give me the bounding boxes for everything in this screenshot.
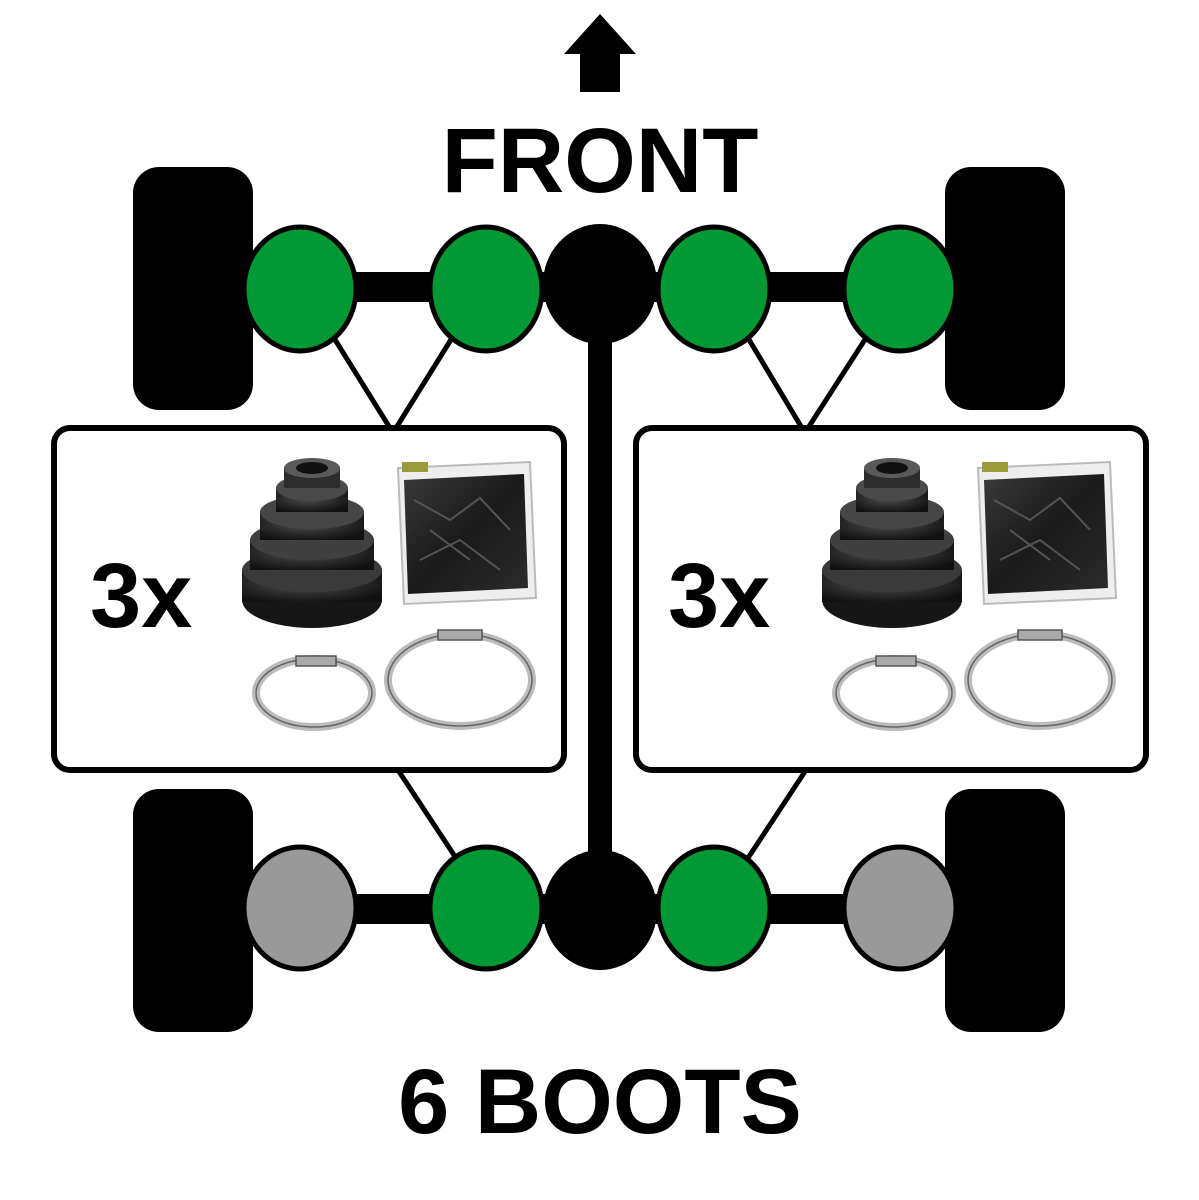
clamp-large-icon (384, 629, 536, 730)
joint-rear-left-inner (427, 844, 545, 972)
front-label: FRONT (442, 110, 759, 212)
tire-rear-left (133, 789, 253, 1032)
cv-boot-icon (822, 458, 962, 628)
tire-front-left (133, 167, 253, 410)
kit-box-right: 3x (633, 425, 1149, 773)
joint-front-right-outer (841, 224, 959, 354)
rear-differential (543, 850, 657, 970)
joint-rear-right-inner (655, 844, 773, 972)
front-arrow-icon (564, 14, 636, 92)
kit-quantity-label: 3x (90, 545, 192, 647)
connector-lines-right (745, 336, 869, 860)
total-boots-label: 6 BOOTS (398, 1051, 802, 1153)
joint-rear-left-outer (241, 844, 359, 972)
joint-rear-right-outer (841, 844, 959, 972)
grease-pack-icon (976, 460, 1118, 606)
tire-front-right (945, 167, 1065, 410)
center-driveshaft (588, 270, 612, 910)
clamp-small-icon (252, 655, 376, 731)
cv-boot-icon (242, 458, 382, 628)
tire-rear-right (945, 789, 1065, 1032)
clamp-large-icon (964, 629, 1116, 730)
grease-pack-icon (396, 460, 538, 606)
joint-front-left-inner (427, 224, 545, 354)
connector-lines-left (331, 336, 459, 860)
clamp-small-icon (832, 655, 956, 731)
front-differential (543, 224, 657, 344)
joint-front-left-outer (241, 224, 359, 354)
kit-box-left: 3x (51, 425, 567, 773)
kit-quantity-label: 3x (668, 545, 770, 647)
joint-front-right-inner (655, 224, 773, 354)
